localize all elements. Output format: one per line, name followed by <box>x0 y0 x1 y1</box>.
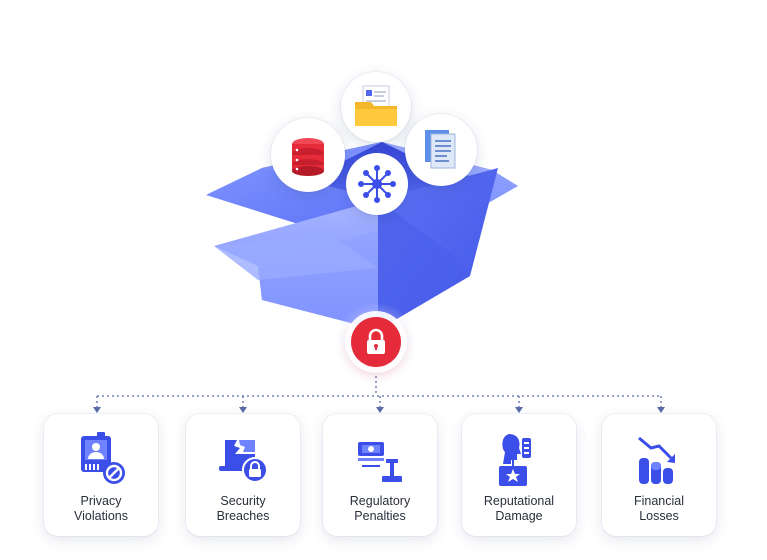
connector-lines <box>96 366 662 408</box>
lock-hub <box>351 317 401 367</box>
database-bubble <box>271 118 345 192</box>
connector-arrowheads <box>93 407 665 413</box>
folder-icon <box>355 85 397 126</box>
network-bubble <box>346 153 408 215</box>
folder-bubble <box>341 72 411 142</box>
database-icon <box>292 138 324 176</box>
network-hub-icon <box>358 165 396 203</box>
document-icon <box>425 130 456 169</box>
id-badge-blocked-icon <box>81 432 125 484</box>
laptop-lock-icon <box>219 440 268 483</box>
person-badge-icon <box>499 434 531 486</box>
document-bubble <box>405 114 477 186</box>
declining-chart-icon <box>638 436 675 484</box>
money-gavel-icon <box>358 442 402 482</box>
lock-icon <box>367 328 385 354</box>
